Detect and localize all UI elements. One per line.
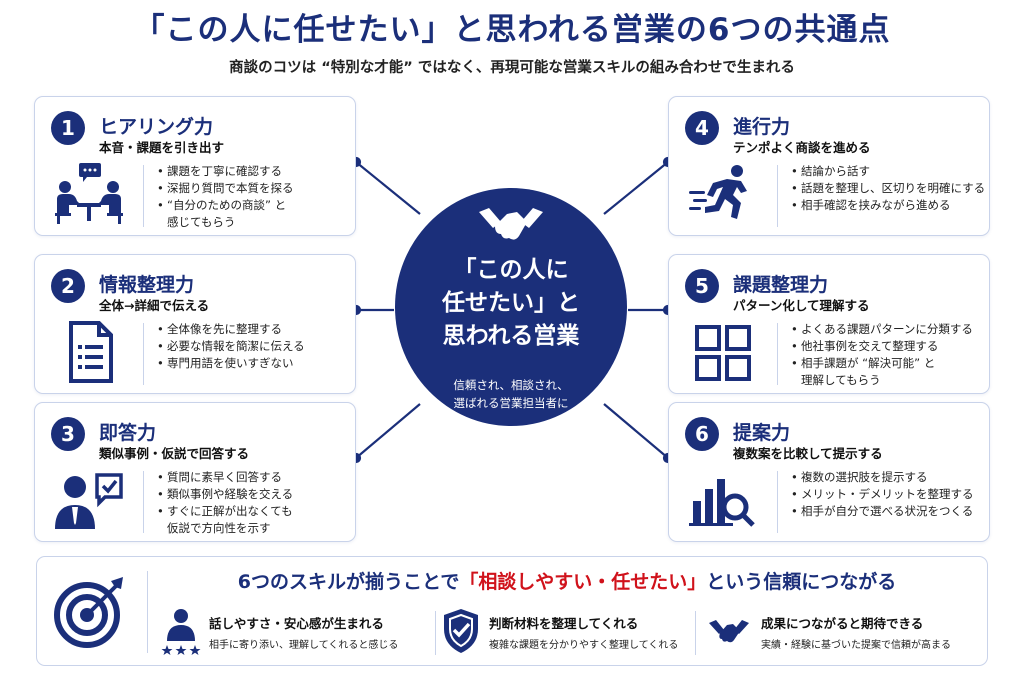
document-icon xyxy=(69,321,113,383)
skill-card-progress: 4 進行力 テンポよく商談を進める 結論から話す 話題を整理し、区切りを明確にす… xyxy=(668,96,990,236)
divider xyxy=(143,165,144,227)
divider xyxy=(777,323,778,385)
divider xyxy=(147,571,148,653)
list-item: 専門用語を使いすぎない xyxy=(157,355,305,372)
skill-card-organize: 2 情報整理力 全体→詳細で伝える 全体像を先に整理する 必要な情報を簡潔に伝え… xyxy=(34,254,356,394)
card-subtitle: テンポよく商談を進める xyxy=(733,140,871,155)
list-item: 類似事例や経験を交える xyxy=(157,486,293,503)
divider xyxy=(143,323,144,385)
divider xyxy=(695,611,696,655)
list-item: “自分のための商談” と xyxy=(157,197,294,214)
summary-box: 6つのスキルが揃うことで「相談しやすい・任せたい」という信頼につながる 話しやす… xyxy=(36,556,988,666)
list-item-continued: 感じてもらう xyxy=(167,215,236,229)
card-title: ヒアリング力 xyxy=(99,116,214,138)
card-subtitle: パターン化して理解する xyxy=(733,298,870,313)
card-title: 進行力 xyxy=(733,116,791,138)
list-item: よくある課題パターンに分類する xyxy=(791,321,973,338)
benefit-title: 話しやすさ・安心感が生まれる xyxy=(209,616,384,631)
person-stars-icon xyxy=(161,609,201,655)
card-subtitle: 複数案を比較して提示する xyxy=(733,446,883,461)
center-line: 「この人に xyxy=(453,257,569,283)
list-item: メリット・デメリットを整理する xyxy=(791,486,974,503)
center-caption-line: 信頼され、相談され、 xyxy=(453,378,569,392)
runner-icon xyxy=(689,165,747,219)
center-line: 思われる営業 xyxy=(442,323,580,349)
skill-card-issue-organize: 5 課題整理力 パターン化して理解する よくある課題パターンに分類する 他社事例… xyxy=(668,254,990,394)
center-caption: 信頼され、相談され、 選ばれる営業担当者に xyxy=(395,376,627,412)
card-title: 情報整理力 xyxy=(99,274,195,296)
handshake-icon xyxy=(709,620,749,643)
card-subtitle: 全体→詳細で伝える xyxy=(99,298,210,313)
card-title: 即答力 xyxy=(99,422,157,444)
benefit-text: 相手に寄り添い、理解してくれると感じる xyxy=(209,640,399,651)
list-item: 相手が自分で選べる状況をつくる xyxy=(791,503,974,520)
skill-card-quick-answer: 3 即答力 類似事例・仮説で回答する 質問に素早く回答する 類似事例や経験を交え… xyxy=(34,402,356,542)
bullet-list: 課題を丁寧に確認する 深掘り質問で本質を探る “自分のための商談” と 感じても… xyxy=(157,163,294,231)
center-headline: 「この人に 任せたい」と 思われる営業 xyxy=(395,254,627,353)
list-item: 相手課題が “解決可能” と xyxy=(791,355,973,372)
list-item-continued: 理解してもらう xyxy=(801,373,881,387)
list-item: 相手確認を挟みながら進める xyxy=(791,197,985,214)
handshake-icon xyxy=(479,208,543,240)
list-item: 複数の選択肢を提示する xyxy=(791,469,974,486)
list-item-continued: 仮説で方向性を示す xyxy=(167,521,271,535)
card-number: 2 xyxy=(51,269,85,303)
bullet-list: よくある課題パターンに分類する 他社事例を交えて整理する 相手課題が “解決可能… xyxy=(791,321,973,389)
center-caption-line: 選ばれる営業担当者に xyxy=(453,396,569,410)
page-title: 「この人に任せたい」と思われる営業の6つの共通点 xyxy=(133,12,891,48)
list-item: 全体像を先に整理する xyxy=(157,321,305,338)
list-item: 他社事例を交えて整理する xyxy=(791,338,973,355)
shield-check-icon xyxy=(444,609,478,653)
headline-post: という信頼につながる xyxy=(706,571,897,593)
page-subtitle: 商談のコツは “特別な才能” ではなく、再現可能な営業スキルの組み合わせで生まれ… xyxy=(229,60,795,76)
list-item: すぐに正解が出なくても xyxy=(157,503,293,520)
skill-card-hearing: 1 ヒアリング力 本音・課題を引き出す 課題を丁寧に確認する 深掘り質問で本質を… xyxy=(34,96,356,236)
card-title: 提案力 xyxy=(733,422,791,444)
benefit-title: 成果につながると期待できる xyxy=(761,616,924,631)
chart-search-icon xyxy=(689,479,755,527)
list-item: 課題を丁寧に確認する xyxy=(157,163,294,180)
card-subtitle: 類似事例・仮説で回答する xyxy=(99,446,250,461)
list-item: 深掘り質問で本質を探る xyxy=(157,180,294,197)
benefit-item: 成果につながると期待できる 実績・経験に基づいた提案で信頼が高まる xyxy=(705,605,983,661)
divider xyxy=(435,611,436,655)
card-number: 5 xyxy=(685,269,719,303)
card-subtitle: 本音・課題を引き出す xyxy=(99,140,225,155)
bullet-list: 結論から話す 話題を整理し、区切りを明確にする 相手確認を挟みながら進める xyxy=(791,163,985,214)
benefit-text: 複雑な課題を分かりやすく整理してくれる xyxy=(489,640,679,651)
benefit-title: 判断材料を整理してくれる xyxy=(489,616,639,631)
skill-card-proposal: 6 提案力 複数案を比較して提示する 複数の選択肢を提示する メリット・デメリッ… xyxy=(668,402,990,542)
card-number: 3 xyxy=(51,417,85,451)
summary-headline: 6つのスキルが揃うことで「相談しやすい・任せたい」という信頼につながる xyxy=(157,567,977,594)
headline-emphasis: 「相談しやすい・任せたい」 xyxy=(459,571,707,593)
list-item: 必要な情報を簡潔に伝える xyxy=(157,338,305,355)
divider xyxy=(777,165,778,227)
card-number: 6 xyxy=(685,417,719,451)
benefit-item: 話しやすさ・安心感が生まれる 相手に寄り添い、理解してくれると感じる xyxy=(161,605,431,661)
grid-icon xyxy=(695,325,751,381)
list-item: 質問に素早く回答する xyxy=(157,469,293,486)
card-number: 4 xyxy=(685,111,719,145)
list-item: 結論から話す xyxy=(791,163,985,180)
meeting-icon xyxy=(55,163,123,224)
center-circle: 「この人に 任せたい」と 思われる営業 信頼され、相談され、 選ばれる営業担当者… xyxy=(395,188,627,426)
person-check-icon xyxy=(55,473,123,529)
bullet-list: 質問に素早く回答する 類似事例や経験を交える すぐに正解が出なくても 仮説で方向… xyxy=(157,469,293,537)
card-title: 課題整理力 xyxy=(733,274,829,296)
benefit-text: 実績・経験に基づいた提案で信頼が高まる xyxy=(761,640,951,651)
bullet-list: 全体像を先に整理する 必要な情報を簡潔に伝える 専門用語を使いすぎない xyxy=(157,321,305,372)
card-number: 1 xyxy=(51,111,85,145)
list-item: 話題を整理し、区切りを明確にする xyxy=(791,180,985,197)
benefit-item: 判断材料を整理してくれる 複雑な課題を分かりやすく整理してくれる xyxy=(441,605,711,661)
bullet-list: 複数の選択肢を提示する メリット・デメリットを整理する 相手が自分で選べる状況を… xyxy=(791,469,974,520)
center-line: 任せたい」と xyxy=(442,290,580,316)
divider xyxy=(143,471,144,533)
headline-pre: 6つのスキルが揃うことで xyxy=(237,571,460,593)
target-icon xyxy=(54,577,123,648)
divider xyxy=(777,471,778,533)
